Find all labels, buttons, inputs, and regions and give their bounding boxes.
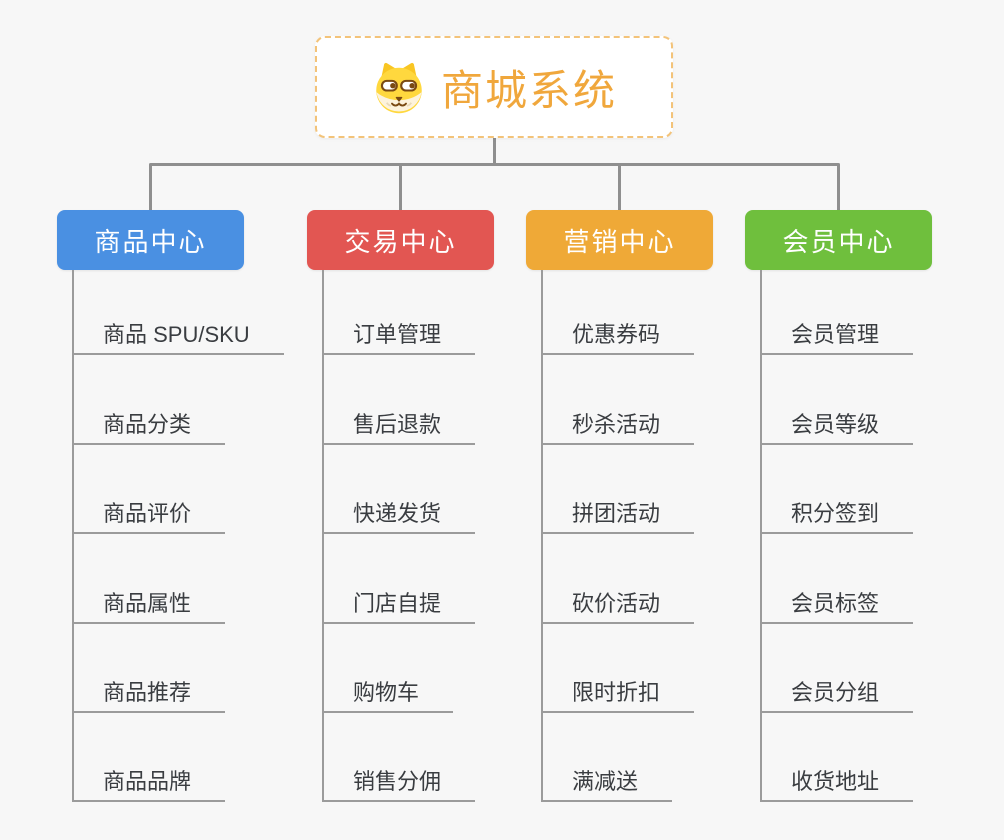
connector-root-stem xyxy=(493,138,496,164)
leaf-item[interactable]: 优惠券码 xyxy=(541,322,695,355)
leaf-item[interactable]: 砍价活动 xyxy=(541,591,695,624)
leaf-item[interactable]: 积分签到 xyxy=(760,501,914,534)
dog-face-icon xyxy=(371,59,427,115)
leaf-item[interactable]: 满减送 xyxy=(541,769,673,802)
root-node[interactable]: 商城系统 xyxy=(315,36,673,138)
branch-node-marketing-center[interactable]: 营销中心 xyxy=(526,210,713,270)
leaf-item[interactable]: 订单管理 xyxy=(322,322,476,355)
branch-label: 会员中心 xyxy=(782,226,895,257)
connector-drop-2 xyxy=(399,165,402,210)
branch-node-product-center[interactable]: 商品中心 xyxy=(57,210,244,270)
leaf-item[interactable]: 收货地址 xyxy=(760,769,914,802)
leaf-item[interactable]: 限时折扣 xyxy=(541,680,695,713)
branch-spine xyxy=(541,270,543,802)
leaf-item[interactable]: 快递发货 xyxy=(322,501,476,534)
connector-drop-1 xyxy=(149,165,152,210)
leaf-item[interactable]: 会员分组 xyxy=(760,680,914,713)
leaf-item[interactable]: 商品属性 xyxy=(72,591,226,624)
branch-label: 营销中心 xyxy=(563,226,676,257)
leaf-item[interactable]: 商品评价 xyxy=(72,501,226,534)
branch-spine xyxy=(72,270,74,802)
branch-label: 商品中心 xyxy=(94,226,207,257)
branch-spine xyxy=(322,270,324,802)
leaf-item[interactable]: 商品推荐 xyxy=(72,680,226,713)
connector-drop-3 xyxy=(618,165,621,210)
leaf-item[interactable]: 购物车 xyxy=(322,680,454,713)
connector-drop-4 xyxy=(837,165,840,210)
leaf-item[interactable]: 门店自提 xyxy=(322,591,476,624)
leaf-item[interactable]: 商品品牌 xyxy=(72,769,226,802)
branch-spine xyxy=(760,270,762,802)
leaf-item[interactable]: 会员等级 xyxy=(760,412,914,445)
leaf-item[interactable]: 秒杀活动 xyxy=(541,412,695,445)
leaf-item[interactable]: 商品 SPU/SKU xyxy=(72,322,284,355)
branch-node-member-center[interactable]: 会员中心 xyxy=(745,210,932,270)
leaf-item[interactable]: 会员标签 xyxy=(760,591,914,624)
leaf-item[interactable]: 销售分佣 xyxy=(322,769,476,802)
leaf-item[interactable]: 售后退款 xyxy=(322,412,476,445)
branch-node-trade-center[interactable]: 交易中心 xyxy=(307,210,494,270)
leaf-item[interactable]: 商品分类 xyxy=(72,412,226,445)
root-title: 商城系统 xyxy=(440,66,617,114)
branch-label: 交易中心 xyxy=(344,226,457,257)
connector-horizontal xyxy=(149,163,840,166)
leaf-item[interactable]: 会员管理 xyxy=(760,322,914,355)
leaf-item[interactable]: 拼团活动 xyxy=(541,501,695,534)
